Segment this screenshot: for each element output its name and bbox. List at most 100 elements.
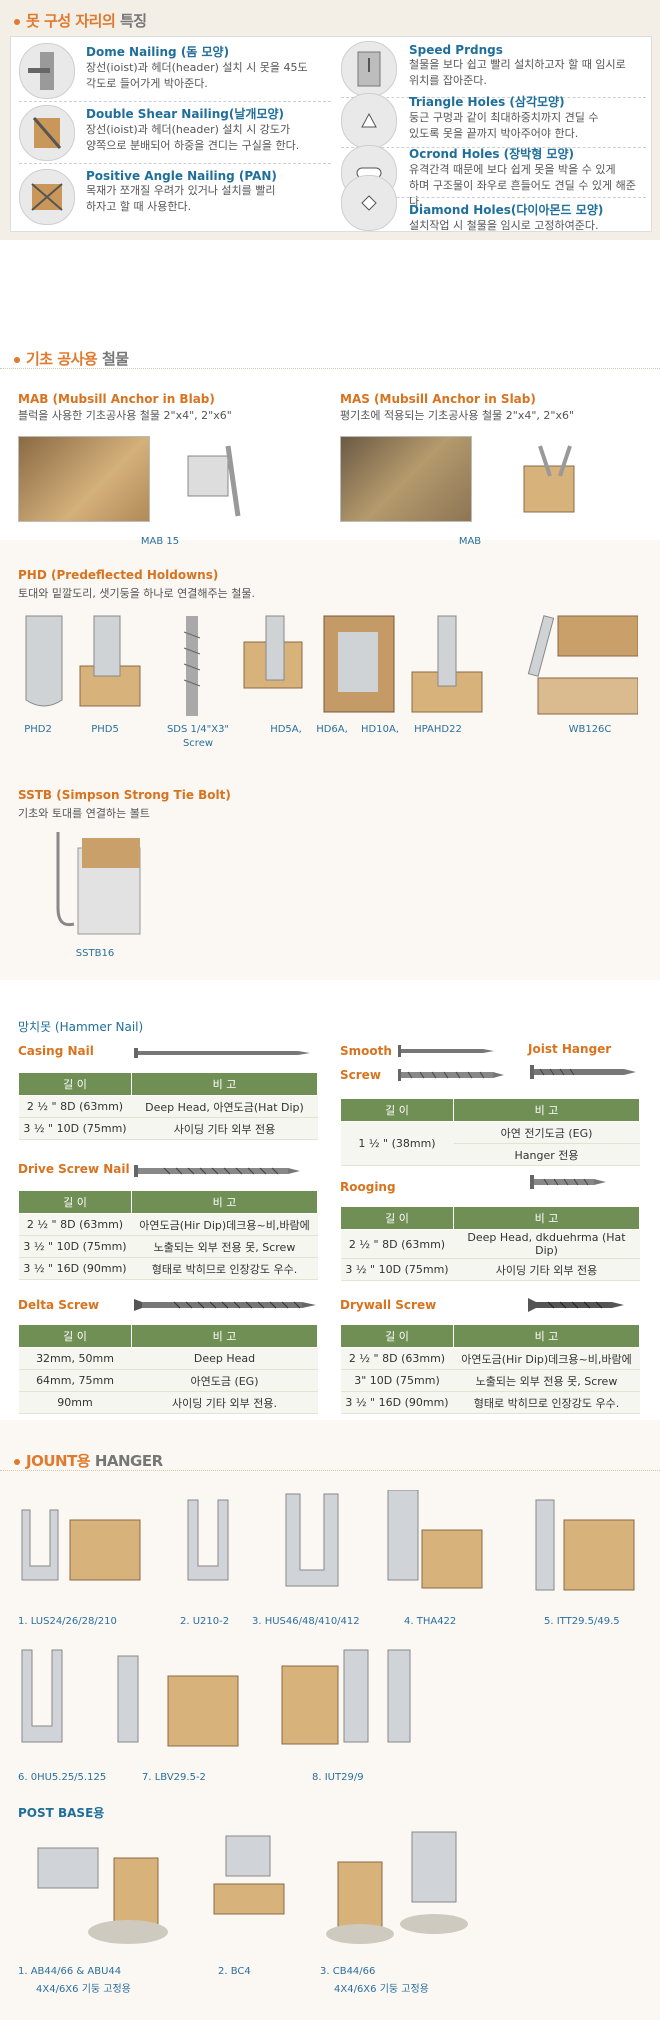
hanger-products-row2 xyxy=(21,1649,411,1747)
mab-photo xyxy=(18,436,150,522)
table-cell: 3 ½ " 16D (90mm) xyxy=(18,1257,132,1280)
foundation-heading: 기초 공사용 철물 xyxy=(14,348,129,369)
table-row: 2 ½ " 8D (63mm)아연도금(Hir Dip)데크용~비,바람에 xyxy=(18,1213,318,1236)
mab-desc: 블럭을 사용한 기초공사용 철물 2"x4", 2"x6" xyxy=(18,409,232,422)
double-shear-icon xyxy=(19,105,75,161)
table-cell: 사이딩 기타 외부 전용 xyxy=(453,1258,640,1281)
feature-desc: 목재가 쪼개질 우려가 있거나 설치를 빨리 xyxy=(86,184,276,197)
heading-text-a: JOUNT용 xyxy=(26,1452,91,1470)
delta-screw-name: Delta Screw xyxy=(18,1298,100,1312)
feature-title: Speed Prdngs xyxy=(409,43,503,57)
column-header: 비 고 xyxy=(131,1324,318,1348)
table-cell: 64mm, 75mm xyxy=(18,1369,132,1392)
divider xyxy=(0,368,660,369)
mas-caption: MAB xyxy=(458,536,482,547)
table-row: 1 ½ " (38mm)아연 전기도금 (EG) xyxy=(340,1121,640,1166)
column-header: 길 이 xyxy=(340,1098,454,1122)
nails-title: 망치못 (Hammer Nail) xyxy=(18,1020,144,1034)
hanger-caption: 4. THA422 xyxy=(404,1616,457,1627)
feature-title: Diamond Holes(다이아몬드 모양) xyxy=(409,203,604,217)
sstb-caption: SSTB16 xyxy=(75,948,115,959)
post-base-caption: 1. AB44/66 & ABU44 xyxy=(18,1966,122,1977)
mab-caption: MAB 15 xyxy=(140,536,180,547)
joist-hanger-nail-name: Joist Hanger xyxy=(528,1042,612,1056)
divider xyxy=(19,101,331,102)
phd-caption: Screw xyxy=(182,738,214,749)
table-cell: 32mm, 50mm xyxy=(18,1347,132,1370)
heading-text-a: 못 구성 자리의 xyxy=(26,12,116,30)
heading-text-a: 기초 공사용 xyxy=(26,350,98,368)
table-cell: 노출되는 외부 전용 못, Screw xyxy=(131,1235,318,1258)
hanger-caption: 5. ITT29.5/49.5 xyxy=(544,1616,620,1627)
feature-title: Triangle Holes (삼각모양) xyxy=(409,95,565,109)
drive-screw-nail-name: Drive Screw Nail xyxy=(18,1162,130,1176)
hanger-caption: 3. HUS46/48/410/412 xyxy=(252,1616,360,1627)
table-cell: 3" 10D (75mm) xyxy=(340,1369,454,1392)
feature-desc: 철물을 보다 쉽고 빨리 설치하고자 할 때 임시로 xyxy=(409,58,626,71)
positive-angle-icon xyxy=(19,169,75,225)
feature-title: Positive Angle Nailing (PAN) xyxy=(86,169,277,183)
table-row: 3" 10D (75mm)노출되는 외부 전용 못, Screw xyxy=(340,1369,640,1392)
table-row: 3 ½ " 10D (75mm)노출되는 외부 전용 못, Screw xyxy=(18,1235,318,1258)
phd-caption: HD6A, xyxy=(316,724,348,735)
mas-photo xyxy=(340,436,472,522)
delta-screw-icon xyxy=(134,1299,316,1311)
drywall-screw-icon xyxy=(528,1298,624,1312)
column-header: 비 고 xyxy=(131,1072,318,1096)
post-base-caption: 4X4/6X6 기둥 고정용 xyxy=(36,1984,131,1995)
post-base-caption: 4X4/6X6 기둥 고정용 xyxy=(334,1984,429,1995)
feature-desc: 장선(ioist)과 헤더(header) 설치 시 강도가 xyxy=(86,123,291,136)
hanger-caption: 6. 0HU5.25/5.125 xyxy=(18,1772,107,1783)
table-cell: 아연도금(Hir Dip)데크용~비,바람에 xyxy=(453,1347,640,1370)
heading-bullet-icon xyxy=(14,1458,20,1465)
feature-title: Ocrond Holes (장박형 모양) xyxy=(409,147,574,161)
column-header: 길 이 xyxy=(340,1206,454,1230)
diamond-hole-icon xyxy=(341,175,397,231)
feature-item-1: Dome Nailing (돔 모양) 장선(ioist)과 헤더(header… xyxy=(86,43,331,92)
feature-item-3: Positive Angle Nailing (PAN) 목재가 쪼개질 우려가… xyxy=(86,169,331,215)
feature-item-4: Speed Prdngs 철물을 보다 쉽고 빨리 설치하고자 할 때 임시로 … xyxy=(409,43,649,89)
table-row: 3 ½ " 16D (90mm)형태로 박히므로 인장강도 우수. xyxy=(340,1391,640,1414)
feature-desc: 하자고 할 때 사용한다. xyxy=(86,200,192,213)
hanger-caption: 7. LBV29.5-2 xyxy=(142,1772,206,1783)
column-header: 비 고 xyxy=(131,1190,318,1214)
sstb-title: SSTB (Simpson Strong Tie Bolt) xyxy=(18,788,231,802)
feature-item-7: Diamond Holes(다이아몬드 모양) 설치작업 시 철물을 임시로 고… xyxy=(409,201,649,234)
phd-caption: HD10A, xyxy=(361,724,399,735)
post-base-caption: 3. CB44/66 xyxy=(320,1966,376,1977)
phd-caption: PHD2 xyxy=(24,724,52,735)
smooth-nail-name: Smooth xyxy=(340,1044,392,1058)
table-cell: Hanger 전용 xyxy=(453,1143,640,1166)
table-row: 3 ½ " 10D (75mm)사이딩 기타 외부 전용 xyxy=(18,1117,318,1140)
table-cell: Deep Head, dkduehrma (Hat Dip) xyxy=(453,1229,640,1259)
column-header: 비 고 xyxy=(453,1098,640,1122)
table-cell: 3 ½ " 10D (75mm) xyxy=(18,1235,132,1258)
feature-desc: 유격간격 때문에 보다 쉽게 못을 박을 수 있게 xyxy=(409,163,616,176)
feature-desc: 하며 구조물이 좌우로 흔들어도 견딜 수 있게 해준다. xyxy=(409,179,636,208)
post-base-products xyxy=(37,1831,468,1944)
table-cell: 2 ½ " 8D (63mm) xyxy=(340,1229,454,1259)
table-cell: Deep Head, 아연도금(Hat Dip) xyxy=(131,1095,318,1118)
table-cell: 아연 전기도금 (EG) xyxy=(453,1121,640,1144)
table-cell: 90mm xyxy=(18,1391,132,1414)
dome-nailing-icon xyxy=(19,43,75,99)
divider xyxy=(341,97,646,98)
feature-desc: 각도로 들어가게 박아준다. xyxy=(86,77,208,90)
table-row: 2 ½ " 8D (63mm)아연도금(Hir Dip)데크용~비,바람에 xyxy=(340,1347,640,1370)
mas-anchor-icon xyxy=(523,445,575,513)
hanger-caption: 1. LUS24/26/28/210 xyxy=(18,1616,117,1627)
column-header: 비 고 xyxy=(453,1206,640,1230)
column-header: 길 이 xyxy=(18,1072,132,1096)
mas-title: MAS (Mubsill Anchor in Slab) xyxy=(340,392,536,406)
mas-desc: 평기초에 적용되는 기초공사용 철물 2"x4", 2"x6" xyxy=(340,409,575,422)
feature-item-5: Triangle Holes (삼각모양) 둥근 구멍과 같이 최대하중치까지 … xyxy=(409,93,649,142)
feature-desc: 장선(ioist)과 헤더(header) 설치 시 못을 45도 xyxy=(86,61,308,74)
screw-nail-icon xyxy=(398,1069,504,1081)
features-heading: 못 구성 자리의 특징 xyxy=(14,10,147,31)
casing-nail-name: Casing Nail xyxy=(18,1044,94,1058)
